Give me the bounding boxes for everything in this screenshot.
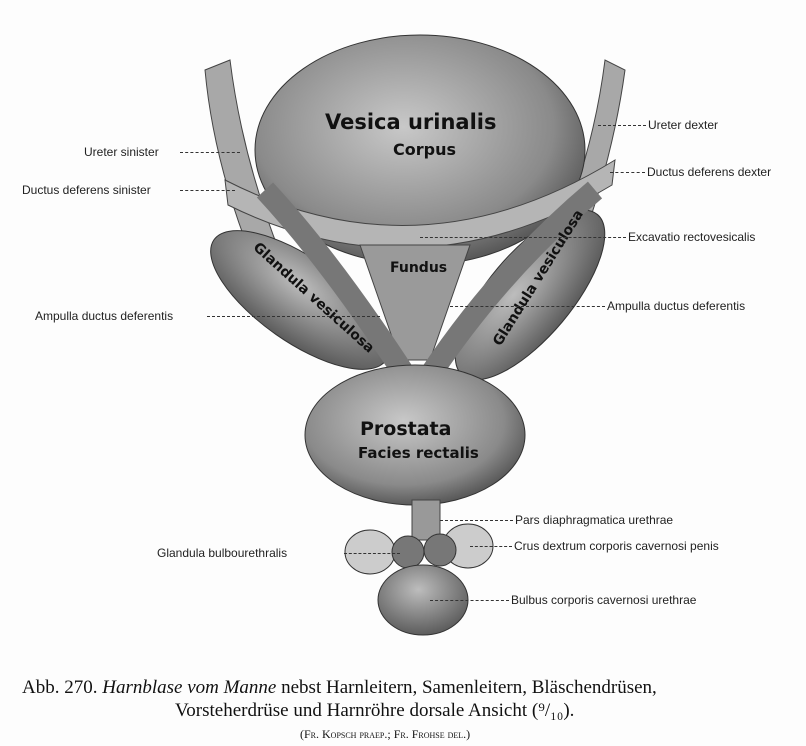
label-crus-dextrum: Crus dextrum corporis cavernosi penis [514, 539, 719, 553]
label-ureter-sinister: Ureter sinister [84, 145, 159, 159]
ampulla-right [420, 181, 603, 382]
ampulla-left [256, 182, 415, 382]
caption-line-2: Vorsteherdrüse und Harnröhre dorsale Ans… [175, 700, 575, 721]
label-ureter-dexter: Ureter dexter [648, 118, 719, 132]
label-ampulla-right: Ampulla ductus deferentis [607, 299, 746, 313]
leader-line [180, 152, 240, 153]
leader-line [420, 237, 626, 238]
urethra [411, 499, 441, 541]
bulbourethral-gland-left [391, 535, 425, 569]
leader-line [344, 553, 400, 554]
label-ductus-deferens-dexter: Ductus deferens dexter [647, 165, 772, 179]
caption-title: Harnblase vom Manne [102, 677, 277, 698]
leader-line [430, 600, 509, 601]
caption-number: Abb. 270. [22, 677, 98, 698]
label-vesica-urinalis: Vesica urinalis [325, 110, 497, 134]
crus-left [344, 529, 396, 575]
caption-credit: (Fr. Kopsch praep.; Fr. Frohse del.) [300, 727, 471, 741]
label-excavatio-rectovesicalis: Excavatio rectovesicalis [628, 230, 756, 244]
leader-line [598, 125, 646, 126]
label-pars-diaphragmatica: Pars diaphragmatica urethrae [515, 513, 674, 527]
bladder-rim [224, 159, 616, 249]
label-prostata: Prostata [360, 418, 452, 440]
caption-line-1: Abb. 270. Harnblase vom Manne nebst Harn… [22, 677, 657, 699]
label-corpus: Corpus [393, 140, 456, 159]
leader-line [470, 546, 512, 547]
leader-line [440, 520, 513, 521]
label-bulbus: Bulbus corporis cavernosi urethrae [511, 593, 697, 607]
leader-line [450, 306, 605, 307]
leader-line [610, 172, 645, 173]
label-ampulla-left: Ampulla ductus deferentis [35, 309, 174, 323]
bulbourethral-gland-right [423, 533, 457, 567]
label-fundus: Fundus [390, 260, 448, 276]
label-ductus-deferens-sinister: Ductus deferens sinister [22, 183, 151, 197]
leader-line [180, 190, 235, 191]
label-facies-rectalis: Facies rectalis [358, 444, 479, 462]
leader-line [207, 316, 380, 317]
caption-line1-rest: nebst Harnleitern, Samenleitern, Bläsche… [281, 677, 657, 698]
label-glandula-bulbourethralis: Glandula bulbourethralis [157, 546, 288, 560]
